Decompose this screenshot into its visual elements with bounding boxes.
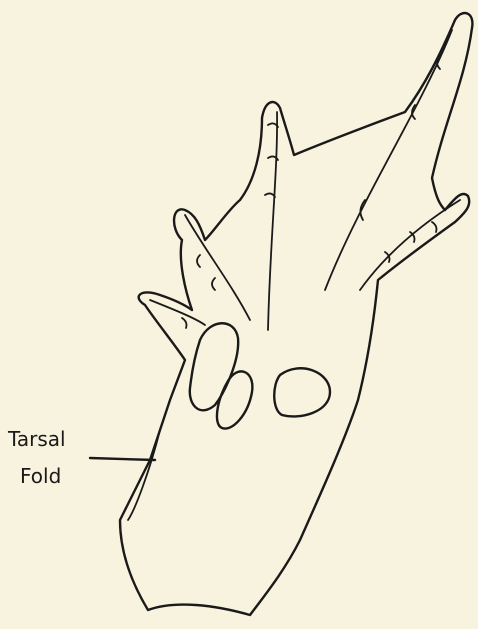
- toe-2-inner-line: [185, 215, 250, 320]
- outer-metatarsal-tubercle: [274, 368, 330, 416]
- tarsal-fold-label-line2: Fold: [20, 465, 61, 487]
- joint-mark: [212, 278, 215, 290]
- joint-mark: [265, 193, 275, 197]
- tubercle-small: [217, 371, 252, 428]
- toe-1-inner-line: [150, 300, 205, 325]
- tarsal-fold-leader: [90, 458, 155, 460]
- inner-metatarsal-tubercle: [190, 323, 238, 410]
- tarsal-fold-label-line1: Tarsal: [8, 428, 66, 450]
- foot-outline: [120, 13, 472, 615]
- toe-5-inner-line: [360, 200, 460, 290]
- joint-mark: [182, 318, 187, 328]
- joint-mark: [432, 222, 437, 232]
- joint-mark: [197, 255, 200, 267]
- toe-3-inner-line: [268, 112, 277, 330]
